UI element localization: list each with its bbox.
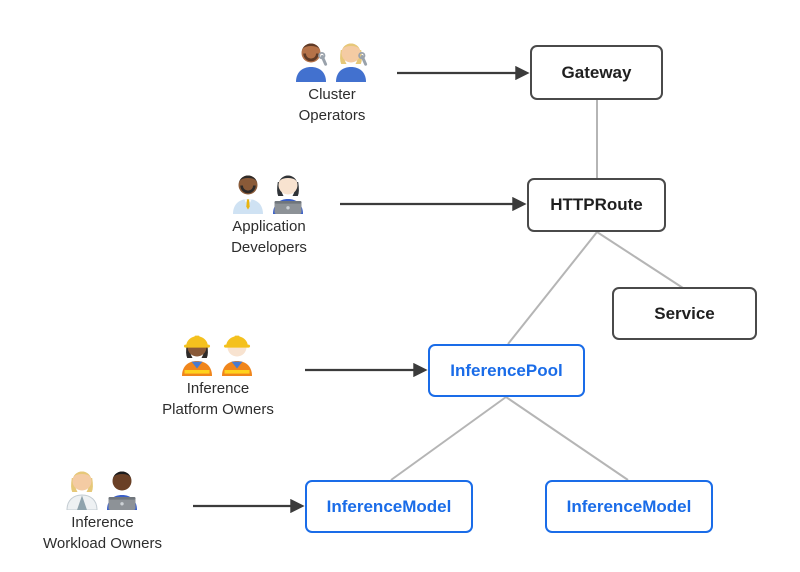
node-httproute: HTTPRoute xyxy=(527,178,666,232)
woman-construction-worker-dark-skin-emoji xyxy=(182,335,212,376)
man-office-worker-dark-skin-emoji xyxy=(233,175,263,214)
node-label: HTTPRoute xyxy=(550,195,643,214)
persona-label-line: Inference xyxy=(186,380,250,397)
node-service: Service xyxy=(612,287,757,340)
node-inferencepool: InferencePool xyxy=(428,344,585,397)
persona-inference-platform-owners: Inference Platform Owners xyxy=(128,330,308,420)
persona-label: Inference Platform Owners xyxy=(128,378,308,420)
edge-httproute-service xyxy=(596,231,684,289)
node-label: Service xyxy=(654,303,715,323)
persona-label-line: Application xyxy=(232,218,306,235)
persona-label: Inference Workload Owners xyxy=(10,512,195,554)
node-label: InferencePool xyxy=(450,360,563,380)
persona-label-line: Inference xyxy=(71,514,134,531)
persona-label: Cluster Operators xyxy=(252,84,412,126)
persona-label: Application Developers xyxy=(189,216,349,258)
edge-httproute-inferencepool xyxy=(507,231,598,345)
node-gateway: Gateway xyxy=(530,45,663,100)
man-mechanic-medium-skin-emoji xyxy=(296,43,328,82)
node-label: Gateway xyxy=(561,62,632,82)
scientist-blonde-emoji xyxy=(65,471,98,510)
persona-label-line: Cluster xyxy=(308,86,356,103)
node-label: InferenceModel xyxy=(326,496,452,516)
persona-inference-workload-owners: Inference Workload Owners xyxy=(10,464,195,554)
man-technologist-dark-skin-emoji xyxy=(106,471,137,510)
inference-workload-owners-icon xyxy=(65,471,137,510)
woman-mechanic-blonde-emoji xyxy=(336,43,368,82)
application-developers-icon xyxy=(233,175,303,214)
persona-label-line: Developers xyxy=(231,239,307,256)
node-inferencemodel-right: InferenceModel xyxy=(545,480,713,533)
persona-cluster-operators: Cluster Operators xyxy=(252,36,412,126)
persona-label-line: Operators xyxy=(298,107,366,124)
man-construction-worker-light-skin-emoji xyxy=(222,335,252,376)
persona-label-line: Platform Owners xyxy=(162,401,274,418)
persona-label-line: Workload Owners xyxy=(43,535,162,552)
cluster-operators-icon xyxy=(296,43,368,82)
woman-technologist-light-skin-emoji xyxy=(273,175,303,214)
edge-inferencepool-inferencemodel-right xyxy=(505,396,629,481)
edge-inferencepool-inferencemodel-left xyxy=(390,396,507,481)
inference-platform-owners-icon xyxy=(182,335,252,376)
node-inferencemodel-left: InferenceModel xyxy=(305,480,473,533)
persona-application-developers: Application Developers xyxy=(189,168,349,258)
node-label: InferenceModel xyxy=(566,496,692,516)
